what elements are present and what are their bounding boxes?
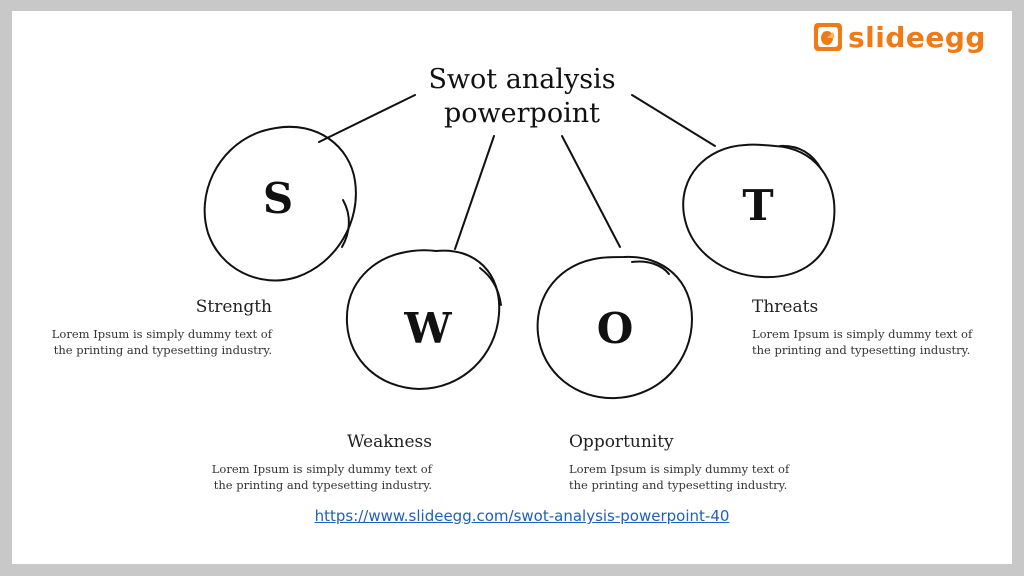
strength-label: Strength <box>195 297 272 317</box>
strength-desc-line-2: the printing and typesetting industry. <box>53 343 272 357</box>
threats-desc-line-2: the printing and typesetting industry. <box>752 343 971 357</box>
slideegg-logo: slideegg <box>814 19 986 55</box>
opportunity-description: Lorem Ipsum is simply dummy text of the … <box>569 461 799 493</box>
opportunity-desc-line-2: the printing and typesetting industry. <box>569 478 788 492</box>
letter-s: S <box>262 174 294 223</box>
circle-s-stroke <box>341 199 350 248</box>
slide-title: Swot analysis powerpoint <box>404 63 640 131</box>
source-link[interactable]: https://www.slideegg.com/swot-analysis-p… <box>314 507 730 525</box>
letter-t: T <box>742 181 774 230</box>
strength-description: Lorem Ipsum is simply dummy text of the … <box>42 326 272 358</box>
threats-description: Lorem Ipsum is simply dummy text of the … <box>752 326 982 358</box>
circle-t-stroke <box>779 144 822 170</box>
circle-s <box>203 125 357 282</box>
egg-logo-icon <box>814 23 842 51</box>
connector-t <box>631 94 716 147</box>
letter-o: O <box>596 304 634 353</box>
brand-name: slideegg <box>848 20 986 54</box>
weakness-label: Weakness <box>346 432 432 452</box>
title-line-2: powerpoint <box>444 98 600 129</box>
opportunity-desc-line-1: Lorem Ipsum is simply dummy text of <box>569 462 790 476</box>
title-line-1: Swot analysis <box>428 64 616 95</box>
circle-t <box>682 143 836 279</box>
swot-diagram <box>203 94 836 400</box>
connector-w <box>454 135 495 250</box>
strength-desc-line-1: Lorem Ipsum is simply dummy text of <box>51 327 272 341</box>
circle-o <box>536 255 694 400</box>
slide: slideegg Swot analysis powerpoint <box>12 11 1012 564</box>
weakness-desc-line-2: the printing and typesetting industry. <box>213 478 432 492</box>
letter-w: W <box>404 304 452 353</box>
connector-o <box>561 135 621 248</box>
circle-w <box>345 249 501 391</box>
weakness-desc-line-1: Lorem Ipsum is simply dummy text of <box>211 462 432 476</box>
weakness-description: Lorem Ipsum is simply dummy text of the … <box>202 461 432 493</box>
circle-w-stroke <box>479 267 502 306</box>
opportunity-label: Opportunity <box>569 432 674 452</box>
connector-s <box>318 94 416 143</box>
circle-o-stroke <box>631 260 670 275</box>
threats-label: Threats <box>752 297 819 317</box>
threats-desc-line-1: Lorem Ipsum is simply dummy text of <box>752 327 973 341</box>
